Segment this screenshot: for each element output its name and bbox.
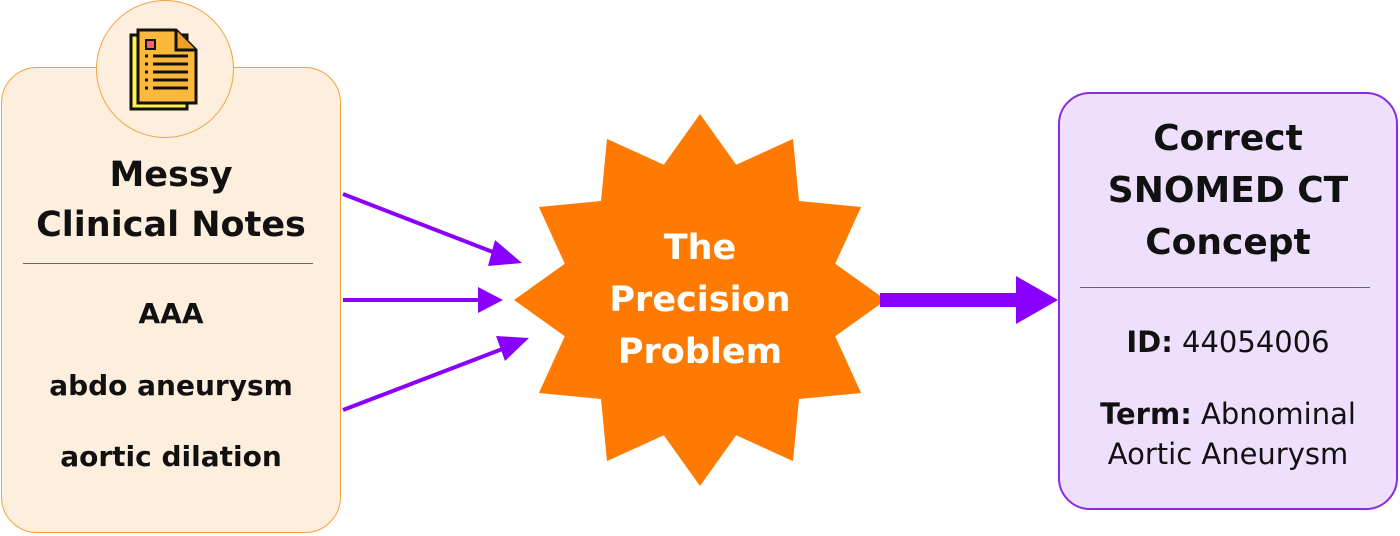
arrow-head-1 [488,240,522,266]
output-arrow-head [1016,276,1058,324]
result-title: Correct SNOMED CT Concept [1058,113,1398,269]
term-label: Term: [1100,397,1192,431]
result-title-line1: Correct [1153,118,1303,159]
arrow-head-3 [496,336,529,361]
process-line3: Problem [617,332,783,372]
id-value: 44054006 [1182,325,1330,359]
source-title-line2: Clinical Notes [36,205,306,245]
source-term: AAA [138,297,204,330]
precision-problem-starburst [514,114,886,486]
process-line2: Precision [609,280,791,320]
input-arrows [342,192,529,412]
id-label: ID: [1126,325,1173,359]
output-arrow-shaft [880,293,1020,307]
result-title-line3: Concept [1145,222,1311,263]
result-box [1058,92,1398,510]
arrow-3 [342,346,506,412]
source-term: aortic dilation [60,440,282,473]
result-divider [1080,287,1370,288]
arrow-head-2 [478,287,503,313]
concept-id: ID: 44054006 [1058,322,1398,362]
concept-term: Term: Abnominal [1058,394,1398,434]
precision-problem-label: The Precision Problem [560,222,840,378]
source-box [1,67,341,533]
arrow-1 [342,192,499,256]
source-divider [23,263,313,264]
term-value-line2: Aortic Aneurysm [1107,437,1349,471]
result-title-line2: SNOMED CT [1107,170,1349,211]
document-icon [129,28,198,111]
source-title: Messy Clinical Notes [0,150,342,250]
source-title-line1: Messy [109,155,233,195]
source-term: abdo aneurysm [49,369,293,402]
process-line1: The [663,228,737,268]
term-value-line1: Abnominal [1201,397,1356,431]
